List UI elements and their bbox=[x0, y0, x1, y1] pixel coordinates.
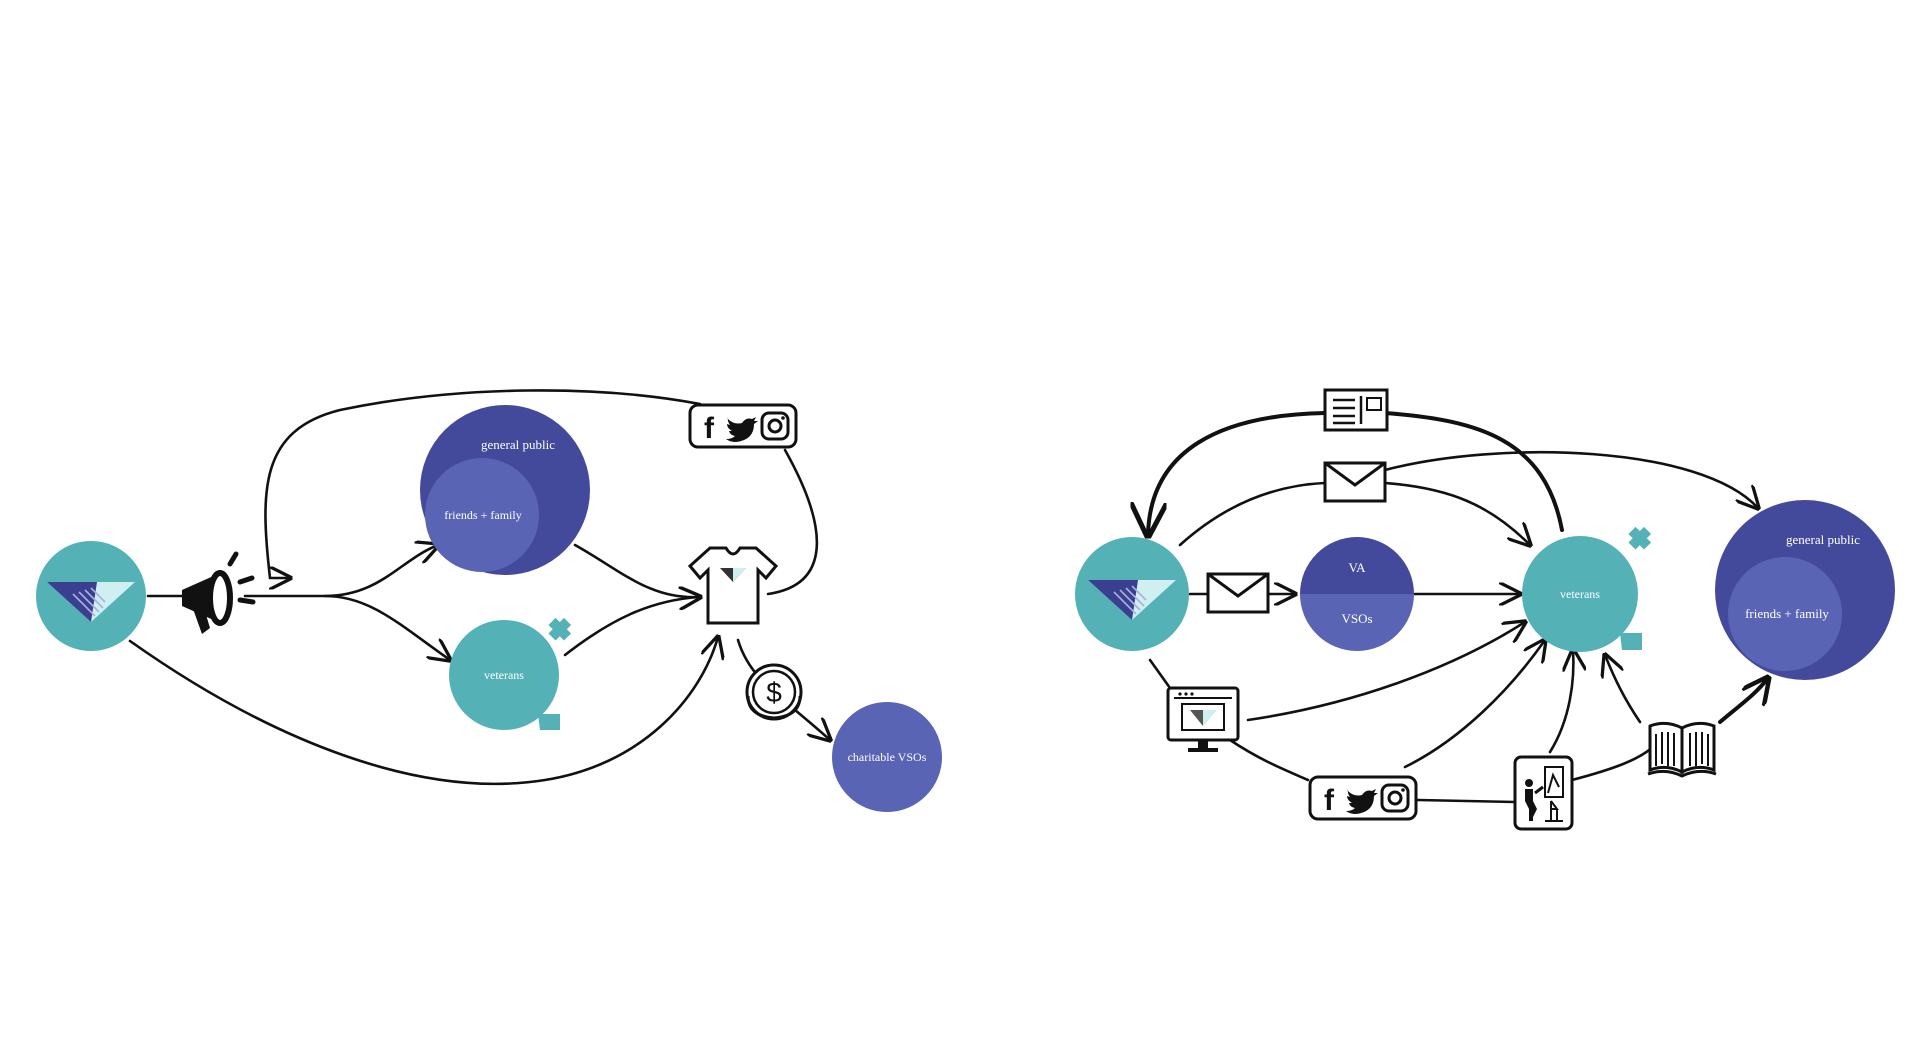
va-vsos-node: VA VSOs bbox=[1300, 537, 1414, 651]
general-public-label: general public bbox=[481, 437, 555, 452]
svg-text:$: $ bbox=[766, 677, 782, 708]
envelope-icon bbox=[1323, 461, 1387, 503]
right-diagram: VA VSOs veterans general public friends … bbox=[1075, 388, 1895, 831]
charitable-vsos-node: charitable VSOs bbox=[832, 702, 942, 812]
right-veterans-node: veterans bbox=[1522, 522, 1656, 652]
right-general-public-node: general public friends + family bbox=[1715, 500, 1895, 680]
veterans-label: veterans bbox=[1560, 587, 1600, 601]
left-veterans-node: veterans bbox=[449, 613, 576, 730]
charitable-vsos-label: charitable VSOs bbox=[848, 750, 927, 764]
left-logo-node bbox=[36, 541, 146, 651]
left-general-public-node: general public friends + family bbox=[420, 405, 590, 575]
right-logo-node bbox=[1075, 537, 1189, 651]
social-media-icon bbox=[688, 403, 798, 449]
va-label: VA bbox=[1348, 560, 1366, 575]
gender-symbol-icon bbox=[544, 613, 576, 645]
open-book-icon bbox=[1647, 721, 1717, 778]
monitor-icon bbox=[1166, 686, 1240, 752]
left-diagram: general public friends + family veterans… bbox=[36, 389, 942, 812]
gallery-exhibit-icon bbox=[1513, 755, 1574, 831]
vsos-label: VSOs bbox=[1341, 611, 1372, 626]
veterans-label: veterans bbox=[484, 668, 524, 682]
friends-family-label: friends + family bbox=[1745, 606, 1829, 621]
gender-arrow-icon bbox=[538, 714, 560, 730]
social-media-icon bbox=[1308, 775, 1418, 821]
gender-arrow-icon bbox=[1620, 633, 1642, 650]
general-public-label: general public bbox=[1786, 532, 1860, 547]
megaphone-icon bbox=[182, 551, 256, 634]
postcard-icon bbox=[1323, 388, 1389, 432]
coin-icon: $ bbox=[745, 663, 803, 721]
gender-symbol-icon bbox=[1624, 522, 1656, 554]
envelope-icon bbox=[1206, 572, 1270, 614]
friends-family-label: friends + family bbox=[444, 508, 521, 522]
tshirt-icon bbox=[687, 546, 779, 625]
